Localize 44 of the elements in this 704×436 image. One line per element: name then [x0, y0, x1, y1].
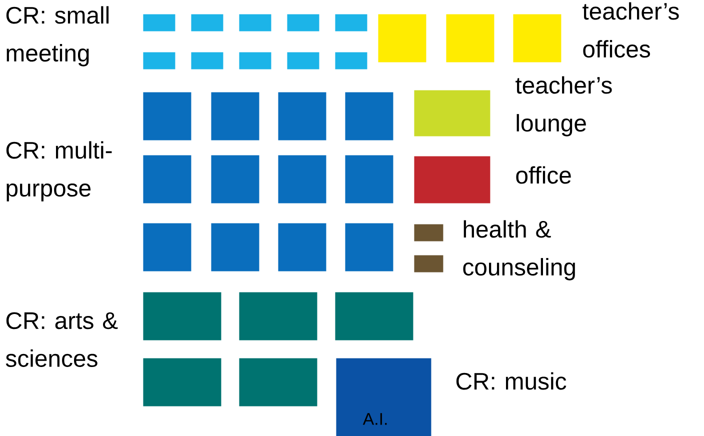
room-box	[211, 92, 260, 140]
room-box	[239, 52, 272, 70]
room-box	[143, 52, 176, 70]
room-box	[335, 292, 414, 340]
room-box	[513, 14, 562, 62]
room-box	[345, 92, 394, 140]
room-box	[378, 14, 426, 62]
room-box	[239, 14, 272, 32]
room-box	[191, 52, 224, 70]
room-box	[239, 358, 318, 406]
room-box	[143, 223, 192, 272]
room-label: teacher’s lounge	[516, 76, 612, 136]
room-box	[336, 358, 432, 436]
room-label: A.I.	[362, 413, 387, 425]
room-label: CR: small meeting	[6, 6, 109, 66]
room-box	[414, 156, 490, 204]
room-box	[211, 155, 260, 204]
room-label: office	[516, 166, 571, 184]
room-box	[287, 52, 320, 70]
room-box	[414, 255, 444, 272]
room-box	[446, 14, 494, 62]
room-box	[239, 292, 318, 340]
room-box	[414, 224, 444, 242]
room-label: health & counseling	[463, 220, 575, 280]
room-box	[345, 223, 394, 272]
room-box	[143, 155, 192, 204]
room-box	[278, 92, 326, 140]
room-box	[335, 52, 368, 70]
room-label: CR: music	[456, 372, 566, 390]
room-box	[278, 223, 326, 272]
room-box	[143, 92, 192, 140]
room-label: CR: arts & sciences	[6, 312, 118, 367]
room-box	[345, 155, 394, 204]
room-label: teacher’s offices	[582, 2, 679, 58]
room-box	[143, 358, 222, 406]
room-box	[143, 14, 176, 32]
room-box	[278, 155, 326, 204]
room-label: CR: multi-purpose	[6, 141, 112, 202]
room-box	[211, 223, 260, 272]
room-box	[287, 14, 320, 32]
room-box	[335, 14, 368, 32]
room-box	[143, 292, 222, 340]
room-box	[191, 14, 224, 32]
room-box	[414, 90, 490, 136]
